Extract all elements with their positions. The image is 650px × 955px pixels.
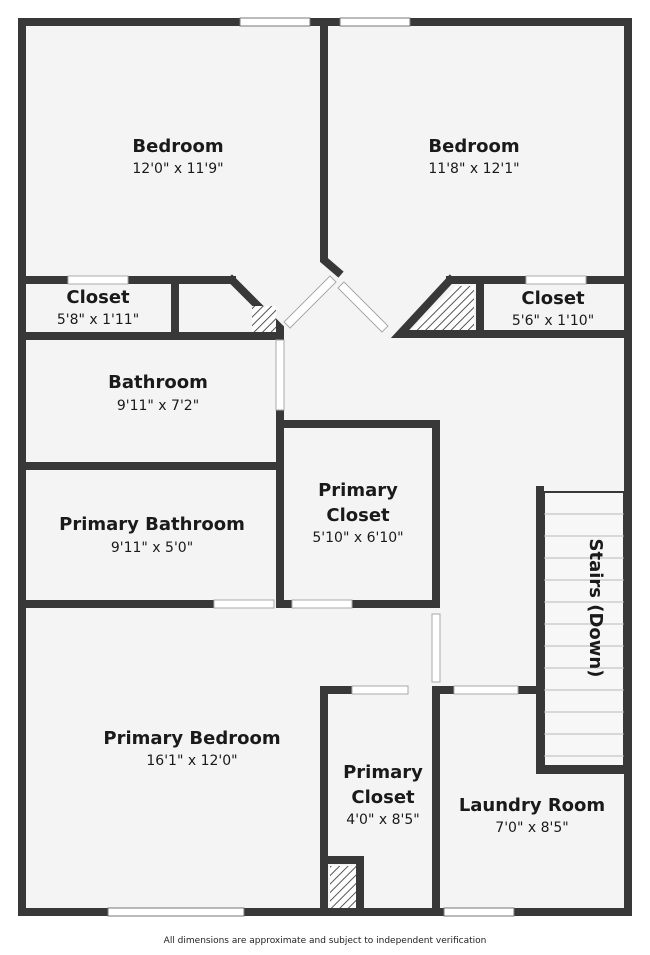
room-name-laundry-room: Laundry Room xyxy=(459,795,605,816)
room-dims-bedroom-left: 12'0" x 11'9" xyxy=(132,161,223,177)
room-name-closet-right: Closet xyxy=(521,288,585,309)
room-name-primary-bathroom: Primary Bathroom xyxy=(59,514,245,535)
room-name-primary-bedroom: Primary Bedroom xyxy=(103,728,280,749)
stairs-treads xyxy=(543,491,625,767)
room-name-bedroom-left: Bedroom xyxy=(132,136,223,157)
room-dims-laundry-room: 7'0" x 8'5" xyxy=(495,820,568,836)
room-name-bathroom: Bathroom xyxy=(108,372,208,393)
room-name-primary-closet-upper-1: Primary xyxy=(318,480,398,501)
hatched-shaft-bottom xyxy=(330,866,356,908)
hatched-shaft-right xyxy=(412,286,474,330)
room-name-primary-closet-upper-2: Closet xyxy=(326,505,390,526)
room-dims-bedroom-right: 11'8" x 12'1" xyxy=(428,161,519,177)
room-name-closet-left: Closet xyxy=(66,287,130,308)
hatched-shaft-left xyxy=(252,306,276,332)
room-dims-bathroom: 9'11" x 7'2" xyxy=(117,398,199,414)
room-dims-primary-bedroom: 16'1" x 12'0" xyxy=(146,753,237,769)
room-dims-closet-left: 5'8" x 1'11" xyxy=(57,312,139,328)
room-dims-primary-closet-upper: 5'10" x 6'10" xyxy=(312,530,403,546)
room-name-bedroom-right: Bedroom xyxy=(428,136,519,157)
room-dims-primary-bathroom: 9'11" x 5'0" xyxy=(111,540,193,556)
room-name-stairs: Stairs (Down) xyxy=(585,539,606,678)
room-name-primary-closet-lower-2: Closet xyxy=(351,787,415,808)
room-name-primary-closet-lower-1: Primary xyxy=(343,762,423,783)
interior-walls xyxy=(18,18,632,916)
windows xyxy=(107,17,515,917)
disclaimer-text: All dimensions are approximate and subje… xyxy=(163,936,487,946)
door-openings xyxy=(67,275,587,695)
room-dims-primary-closet-lower: 4'0" x 8'5" xyxy=(346,812,419,828)
room-dims-closet-right: 5'6" x 1'10" xyxy=(512,313,594,329)
